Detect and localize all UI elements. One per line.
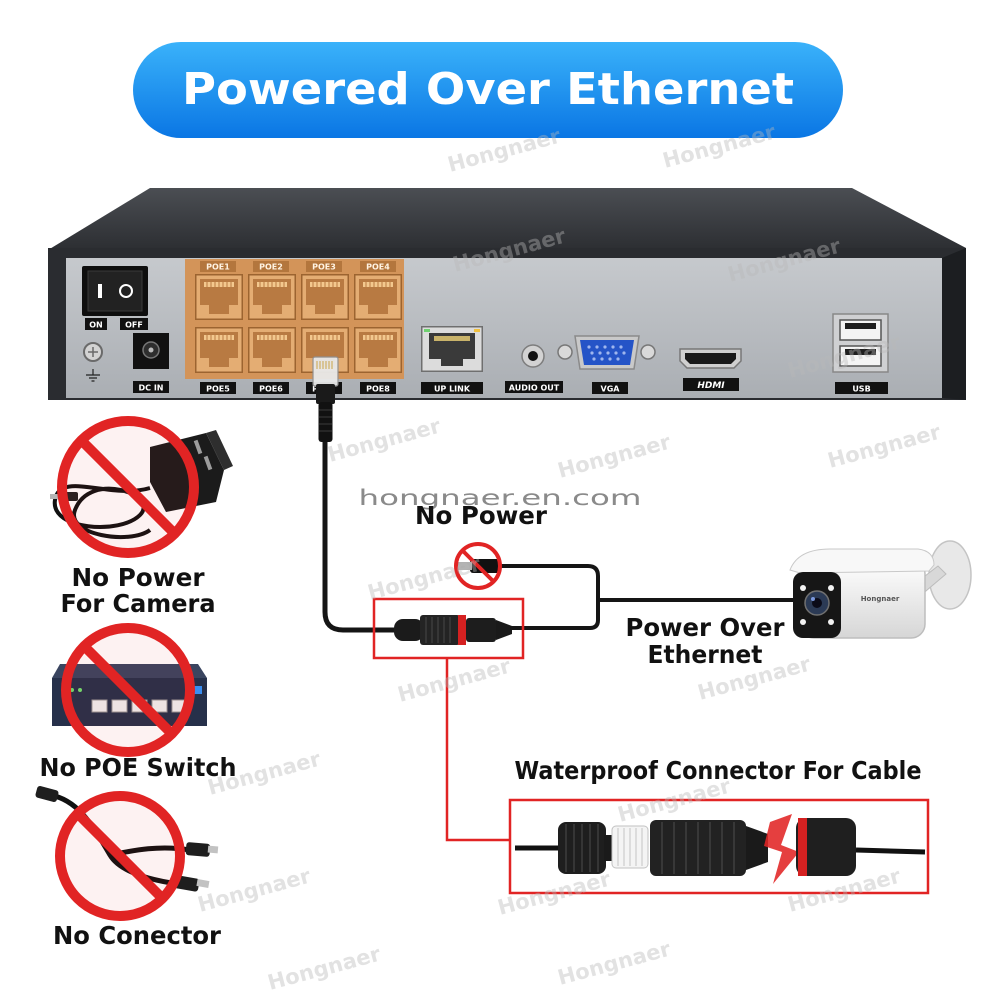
poe5-label: POE5: [206, 385, 230, 394]
poe-camera-label-line2: Ethernet: [648, 640, 763, 669]
audio-out-label: AUDIO OUT: [509, 384, 560, 393]
nvr-side-bevel: [942, 248, 966, 400]
watermark-text: Hongnaer: [195, 864, 314, 917]
nvr-top-cover: [48, 188, 966, 250]
poe-port-1[interactable]: [195, 274, 243, 320]
poe2-label: POE2: [259, 263, 283, 272]
banner-pill: [133, 42, 843, 138]
nvr-recorder: ON OFF DC IN POE1 POE2 POE3 POE4: [48, 188, 966, 400]
usb-label: USB: [852, 385, 870, 394]
no-power-plug-label: No Power: [415, 501, 548, 530]
poe1-tag: [200, 261, 236, 272]
hdmi-logo-bg: [683, 378, 739, 391]
female-connector-body: [796, 818, 856, 876]
connector-highlight-box: [372, 597, 525, 660]
dc-in-jack[interactable]: [133, 333, 169, 369]
hdmi-port[interactable]: [679, 348, 742, 369]
network-switch-prohibited-icon: [61, 623, 195, 757]
poe8-label: POE8: [366, 385, 390, 394]
camera-brand: Hongnaer: [861, 595, 900, 603]
inline-connector: [394, 615, 512, 645]
poe1-label: POE1: [206, 263, 230, 272]
watermark-text: Hongnaer: [325, 414, 444, 467]
waterproof-connector-title: Waterproof Connector For Cable: [515, 756, 922, 785]
on-label-bg: [85, 318, 107, 330]
poe4-label: POE4: [366, 263, 390, 272]
off-label: OFF: [125, 321, 143, 330]
watermark-text: Hongnaer: [365, 552, 484, 605]
bullet-camera: Hongnaer: [789, 540, 972, 639]
mate-indicator-icon: [764, 814, 799, 884]
no-conector-label: No Conector: [53, 921, 222, 950]
connector-detail-box: [508, 798, 930, 895]
no-power-for-camera-line1: No Power: [72, 563, 206, 592]
poe-port-4[interactable]: [354, 274, 402, 320]
audio-out-jack[interactable]: [521, 344, 545, 368]
website-url: hongnaer.en.com: [359, 486, 642, 510]
poe-port-5[interactable]: [195, 327, 243, 373]
poe6-label: POE6: [259, 385, 283, 394]
title-banner: Powered Over Ethernet: [133, 42, 843, 138]
ethernet-cable-line: [322, 440, 396, 633]
poe3-label: POE3: [312, 263, 336, 272]
poe2-tag: [253, 261, 289, 272]
banner-title: Powered Over Ethernet: [182, 64, 794, 115]
dc-in-label: DC IN: [139, 384, 164, 393]
power-switch[interactable]: [82, 266, 148, 316]
poe-port-2[interactable]: [248, 274, 296, 320]
usb-ports[interactable]: [832, 313, 889, 373]
poe6-tag: [253, 382, 289, 394]
connector-detail-illustration: [515, 814, 926, 884]
on-label: ON: [89, 321, 103, 330]
uplink-label-bg: [421, 382, 483, 394]
poe3-tag: [306, 261, 342, 272]
poe-port-8[interactable]: [354, 327, 402, 373]
audio-out-label-bg: [505, 381, 563, 393]
vga-label: VGA: [601, 385, 621, 394]
off-label-bg: [120, 318, 148, 330]
dc-plug-icon: [458, 559, 500, 573]
poe-port-3[interactable]: [301, 274, 349, 320]
ground-symbol-icon: [86, 369, 100, 382]
power-on-symbol-icon: [98, 284, 102, 298]
watermark-text: Hongnaer: [265, 942, 384, 995]
camera-dc-pigtail: [498, 564, 600, 630]
poe4-tag: [360, 261, 396, 272]
callout-leader-line: [445, 658, 510, 842]
poe8-tag: [360, 382, 396, 394]
vga-port[interactable]: [557, 335, 656, 370]
watermark-text: Hongnaer: [395, 654, 514, 707]
poe-camera-label-line1: Power Over: [626, 613, 786, 642]
poe-port-6[interactable]: [248, 327, 296, 373]
ground-screw-icon: [83, 342, 103, 362]
camera-visor: [789, 548, 935, 574]
no-power-for-camera-line2: For Camera: [61, 589, 216, 618]
dc-plug-prohibited-icon: [454, 542, 502, 590]
no-poe-switch-label: No POE Switch: [40, 753, 237, 782]
watermark-text: Hongnaer: [555, 430, 674, 483]
hdmi-label: HDMI: [697, 381, 725, 391]
watermark-text: Hongnaer: [555, 937, 674, 990]
watermark-text: Hongnaer: [825, 420, 944, 473]
power-adapter-prohibited-icon: [57, 416, 199, 558]
ethernet-cable: [312, 356, 396, 633]
usb-label-bg: [835, 382, 888, 394]
power-off-symbol-icon: [119, 284, 133, 298]
splitter-cable-prohibited-icon: [55, 791, 185, 921]
watermark-text: Hongnaer: [495, 867, 614, 920]
rj45-boot: [316, 384, 335, 404]
uplink-label: UP LINK: [434, 385, 471, 394]
vga-label-bg: [592, 382, 628, 394]
dc-in-label-bg: [133, 381, 169, 393]
uplink-port[interactable]: [421, 326, 483, 372]
poe5-tag: [200, 382, 236, 394]
